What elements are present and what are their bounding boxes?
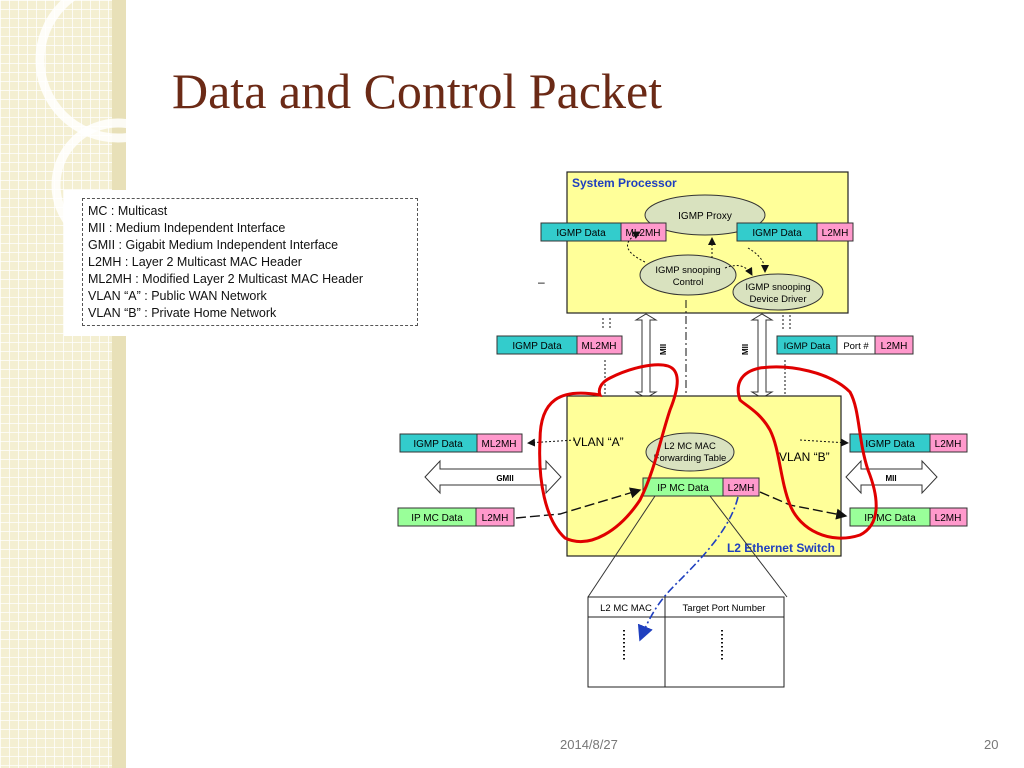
- ml2mh-label: ML2MH: [581, 341, 616, 352]
- ml2mh-label: ML2MH: [625, 228, 660, 239]
- l2-ethernet-switch-label: L2 Ethernet Switch: [727, 541, 835, 555]
- igmp-data-label: IGMP Data: [865, 439, 915, 450]
- vlan-b-label: VLAN “B”: [779, 450, 830, 464]
- decorative-sidebar: [0, 0, 126, 768]
- igmp-snooping-driver-label: IGMP snooping: [745, 282, 810, 293]
- igmp-snooping-control-oval: [639, 254, 737, 296]
- legend-item: GMII : Gigabit Medium Independent Interf…: [88, 238, 339, 252]
- l2mh-label: L2MH: [822, 228, 849, 239]
- mii-label: MII: [741, 344, 750, 355]
- l2mh-label: L2MH: [881, 341, 908, 352]
- ml2mh-header: [576, 335, 623, 355]
- ip-mc-data-label: IP MC Data: [657, 483, 709, 494]
- ml2mh-label: ML2MH: [481, 439, 516, 450]
- slide-date: 2014/8/27: [560, 737, 618, 752]
- igmp-data-label: IGMP Data: [752, 228, 802, 239]
- ip-mc-data-label: IP MC Data: [411, 513, 463, 524]
- mii-label: MII: [659, 344, 668, 355]
- legend-item: VLAN “A” : Public WAN Network: [88, 289, 267, 303]
- igmp-proxy-label: IGMP Proxy: [678, 211, 732, 222]
- mii-label: MII: [885, 474, 896, 483]
- l2mh-label: L2MH: [482, 513, 509, 524]
- gmii-bus-arrow: [424, 459, 562, 495]
- system-processor-label: System Processor: [572, 176, 677, 190]
- l2mh-label: L2MH: [935, 439, 962, 450]
- l2mh-label: L2MH: [935, 513, 962, 524]
- igmp-data-label: IGMP Data: [556, 228, 606, 239]
- l2mh-header: [874, 335, 914, 355]
- table-col-mac-header: L2 MC MAC: [600, 603, 652, 614]
- l2mh-header: [816, 222, 854, 242]
- legend-item: ML2MH : Modified Layer 2 Multicast MAC H…: [88, 272, 364, 286]
- vlan-a-label: VLAN “A”: [573, 435, 624, 449]
- ip-mc-data-label: IP MC Data: [864, 513, 916, 524]
- l2mh-header: [475, 507, 515, 527]
- igmp-data-label: IGMP Data: [512, 341, 562, 352]
- legend-item: L2MH : Layer 2 Multicast MAC Header: [88, 255, 302, 269]
- igmp-snooping-control-label: Control: [673, 277, 704, 288]
- dash-mark: –: [538, 275, 545, 289]
- l2mh-header: [929, 507, 968, 527]
- igmp-snooping-driver-label: Device Driver: [749, 294, 806, 305]
- legend-item: MII : Medium Independent Interface: [88, 221, 286, 235]
- igmp-proxy-oval: [644, 194, 766, 236]
- forwarding-table-oval: [645, 432, 735, 472]
- l2mh-header: [929, 433, 968, 453]
- forwarding-lookup-table: [587, 596, 785, 688]
- vlan-a-red-annotation: [538, 363, 679, 544]
- legend-item: MC : Multicast: [88, 204, 168, 218]
- vlan-b-red-annotation: [736, 365, 878, 540]
- igmp-data-label: IGMP Data: [413, 439, 463, 450]
- igmp-snooping-driver-oval: [732, 273, 824, 311]
- forwarding-table-label: L2 MC MAC: [664, 441, 716, 452]
- legend-item: VLAN “B” : Private Home Network: [88, 306, 277, 320]
- lookup-arrow: [637, 496, 739, 642]
- table-col-port-header: Target Port Number: [683, 603, 766, 614]
- l2mh-header: [722, 477, 760, 497]
- mii-bus-arrow: [750, 313, 774, 399]
- gmii-label: GMII: [496, 474, 513, 483]
- legend-panel: MC : Multicast MII : Medium Independent …: [64, 190, 420, 336]
- forwarding-table-label: Forwarding Table: [654, 453, 727, 464]
- ml2mh-header: [476, 433, 523, 453]
- igmp-snooping-control-label: IGMP snooping: [655, 265, 720, 276]
- port-number-label: Port #: [843, 341, 869, 352]
- slide-title: Data and Control Packet: [172, 63, 663, 119]
- legend-border: [82, 198, 418, 326]
- l2mh-label: L2MH: [728, 483, 755, 494]
- slide-page-number: 20: [984, 737, 999, 752]
- mii-bus-arrow: [634, 313, 658, 399]
- igmp-data-label: IGMP Data: [784, 341, 832, 352]
